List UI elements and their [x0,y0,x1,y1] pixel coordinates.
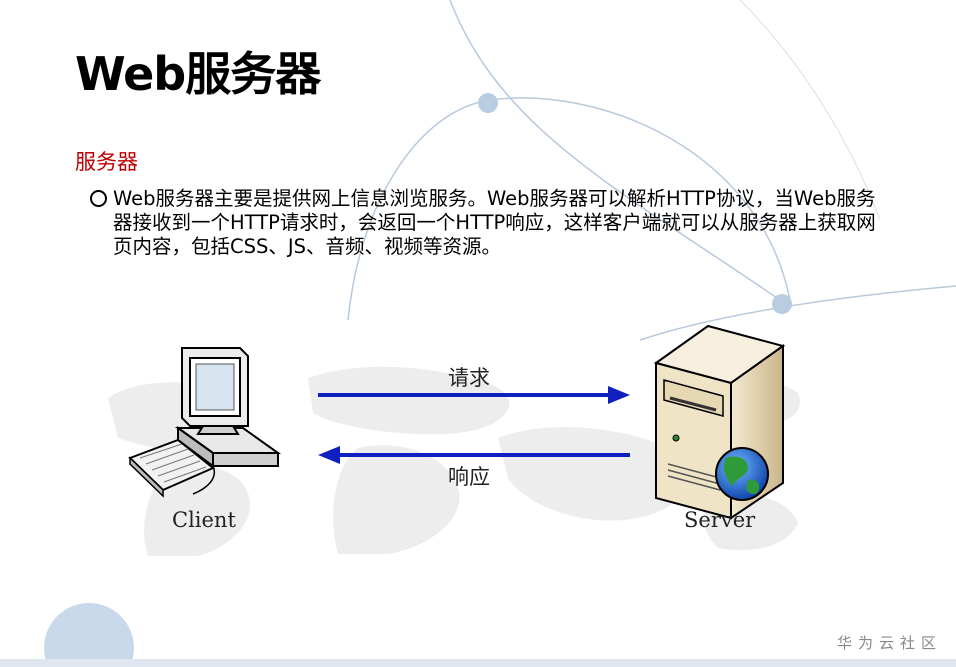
response-arrow [318,446,630,464]
body-paragraph: Web服务器主要是提供网上信息浏览服务。Web服务器可以解析HTTP协议，当We… [113,187,876,258]
desktop-computer-icon [128,347,282,498]
footer-watermark: 华为云社区 [836,634,942,652]
server-label: Server [684,508,756,532]
section-subtitle: 服务器 [75,150,138,174]
client-server-diagram: 请求 响应 Client Server [108,318,808,558]
request-arrow [318,386,630,404]
response-label: 响应 [448,465,490,489]
diagram-graphics [108,324,800,556]
bullet-circle-icon [90,190,107,207]
client-label: Client [172,508,236,532]
globe-icon [715,447,769,501]
page-title: Web服务器 [75,47,321,101]
bottom-band [0,659,956,667]
request-label: 请求 [448,366,490,390]
